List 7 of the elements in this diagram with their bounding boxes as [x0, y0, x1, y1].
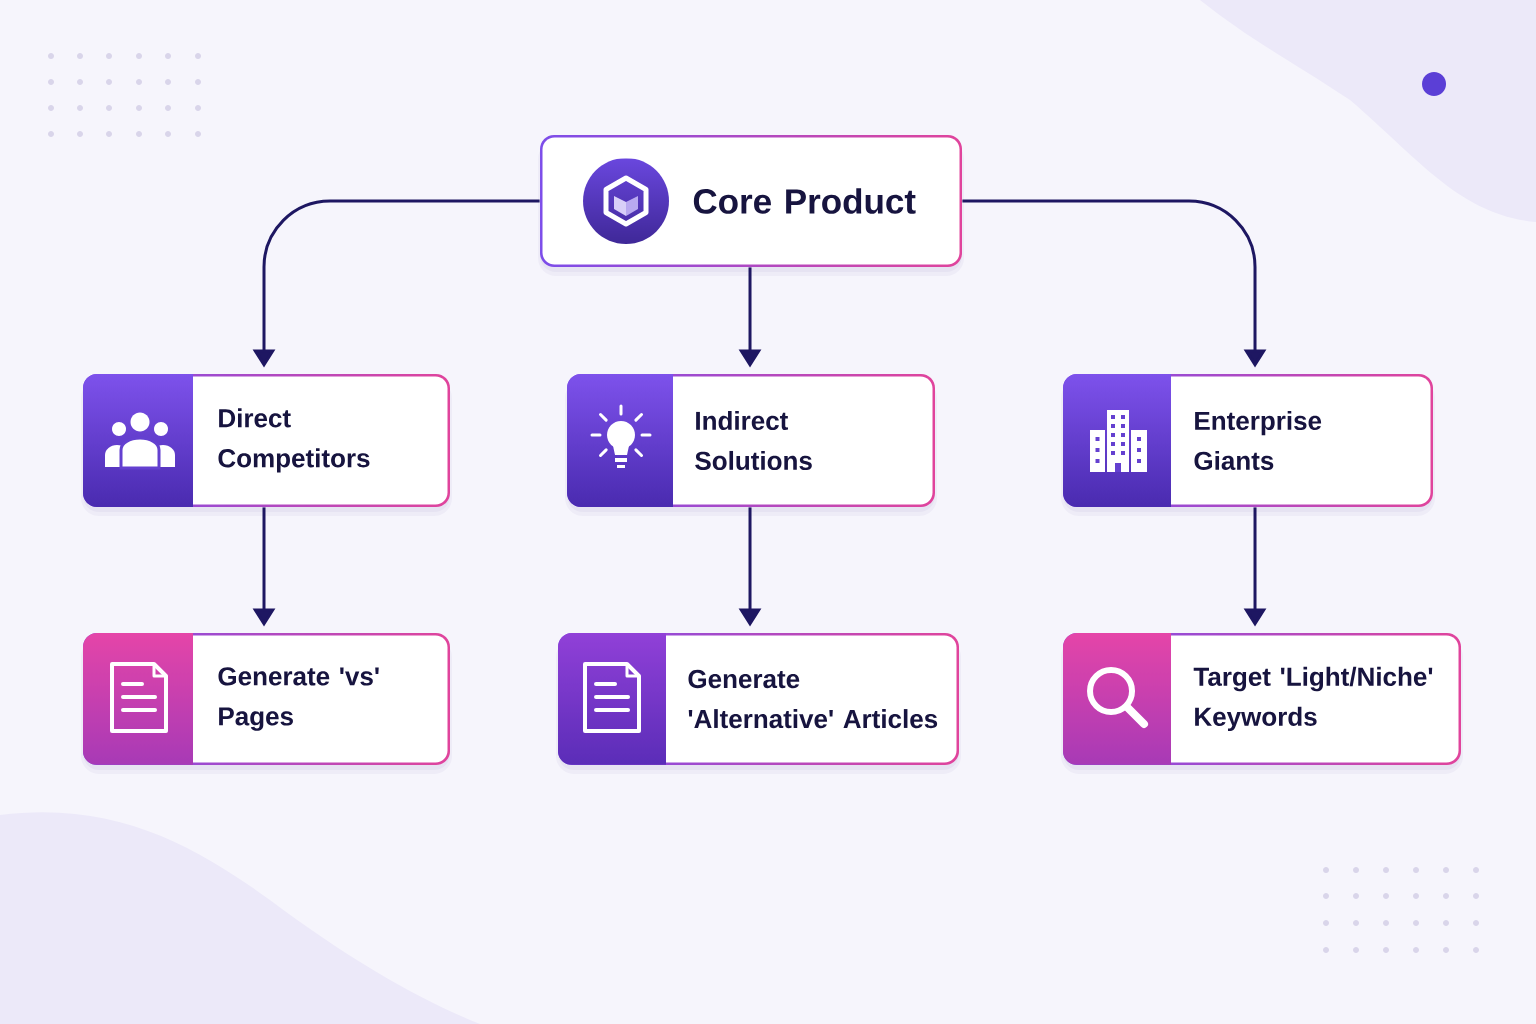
process-box: Enterprise Giants [1061, 374, 1435, 516]
process-box: Generate 'vs' Pages [81, 633, 452, 774]
process-box: Target 'Light/Niche' Keywords [1061, 633, 1463, 774]
process-box: Core Product [538, 135, 964, 276]
process-box: Generate 'Alternative' Articles [556, 633, 961, 774]
process-box: Indirect Solutions [565, 374, 937, 516]
process-box: Direct Competitors [81, 374, 452, 516]
